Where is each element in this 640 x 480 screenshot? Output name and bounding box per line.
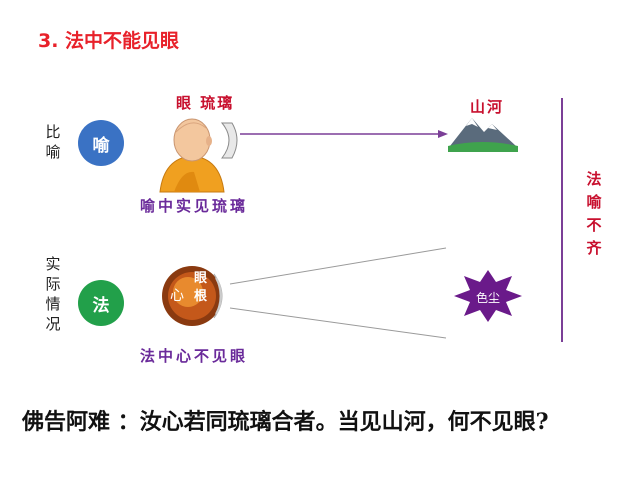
eye-root-label: 眼根 [194,271,208,304]
mountain-icon [448,118,518,152]
dharma-circle-label: 法 [92,295,110,316]
mountain-river-label: 山河 [470,98,505,116]
footer-quote: 佛告阿难 ：汝心若同琉璃合者。当见山河，何不见眼? [22,409,549,435]
form-dust-star-icon [454,270,522,322]
glass-lens-icon [220,122,238,159]
analogy-caption: 喻中实见琉璃 [140,197,249,215]
eye-icon [162,266,223,326]
analogy-circle-label: 喻 [92,135,110,156]
actual-caption: 法中心不见眼 [140,347,249,365]
analogy-side-label: 比喻 [45,123,61,161]
dharma-circle: 法 [78,280,124,326]
view-line-upper [229,247,447,285]
conclusion-vertical-text: 法喻不齐 [586,170,602,257]
form-dust-label: 色尘 [476,291,500,305]
analogy-circle: 喻 [78,120,124,166]
actual-side-label: 实际情况 [45,255,61,333]
view-line-lower [229,307,447,339]
sight-arrow-head [438,130,448,138]
eye-heart-text: 心 [170,288,184,304]
eye-glass-label: 眼 琉璃 [176,94,235,112]
page-title: 3. 法中不能见眼 [38,30,180,52]
monk-icon [159,118,225,193]
